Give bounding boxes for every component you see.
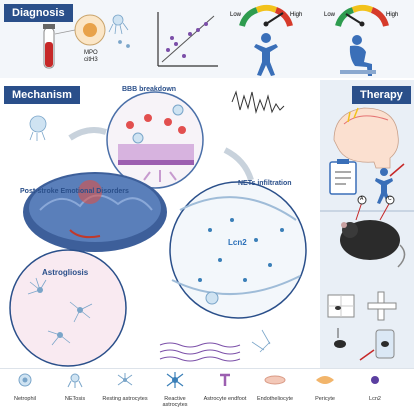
- gauge-2-low: Low: [324, 12, 336, 18]
- eeg-wave: [231, 90, 285, 114]
- tail-suspension-icon: [334, 328, 346, 348]
- legend-astrocyte-endfoot: Astrocyte endfoot: [202, 370, 248, 402]
- correlation-plot-icon: [157, 12, 218, 67]
- endothelial-icon: [264, 375, 286, 385]
- nets-circle: [169, 181, 307, 319]
- sad-person-icon: [340, 35, 376, 76]
- astro-label: Astrogliosis: [42, 268, 89, 277]
- center-label: Post-stroke Emotional Disorders: [20, 188, 129, 195]
- therapy-graphics: [327, 107, 406, 361]
- maze-label-a: A: [360, 196, 364, 202]
- reactive-astrocyte-icon: [166, 372, 184, 388]
- happy-person-icon: [254, 33, 278, 76]
- gauge-low-icon: [335, 4, 389, 27]
- diagnosis-graphics: [43, 4, 389, 76]
- plus-maze-icon: [367, 291, 397, 321]
- legend-resting-astrocytes: Resting astrocytes: [102, 370, 148, 402]
- netosis-icon: [67, 373, 83, 388]
- marker-mpo: MPO: [84, 50, 98, 56]
- therapy-divider: [320, 210, 414, 212]
- lcn2-icon: [371, 376, 379, 384]
- pericyte-icon: [316, 376, 334, 384]
- diagnosis-title: Diagnosis: [4, 4, 73, 22]
- astrogliosis-circle: [9, 249, 127, 367]
- clipboard-icon: [329, 159, 357, 195]
- marker-cith3: citH3: [84, 57, 98, 63]
- nets-cell-icon: [108, 14, 130, 48]
- head-stimulation-icon: [333, 107, 399, 169]
- blood-tube-icon: [43, 24, 55, 69]
- forced-swim-icon: [359, 329, 395, 361]
- therapy-title: Therapy: [352, 86, 411, 104]
- open-field-icon: [327, 294, 355, 318]
- bottom-waves: [159, 342, 241, 362]
- lcn2-label: Lcn2: [228, 238, 247, 247]
- brain-icon: [23, 172, 167, 252]
- legend-endotheliocyte: Endotheliocyte: [252, 370, 298, 402]
- bbb-circle: [106, 91, 204, 189]
- resting-astrocyte-icon: [117, 373, 133, 386]
- legend-reactive-astrocytes: Reactive astrocytes: [152, 370, 198, 408]
- legend-neutrophil: Netrophil: [2, 370, 48, 402]
- legend-netosis: NETosis: [52, 370, 98, 402]
- gauge-1-low: Low: [230, 12, 242, 18]
- maze-label-c: C: [388, 196, 392, 202]
- mechanism-graphics: [9, 90, 307, 367]
- nets-label: NETs infiltration: [238, 180, 292, 187]
- neutrophil-cell-icon: [54, 14, 106, 46]
- neutrophil-icon: [18, 373, 32, 387]
- bbb-label: BBB breakdown: [122, 86, 177, 93]
- mouse-icon: [340, 195, 406, 268]
- gauge-2-high: High: [386, 12, 399, 18]
- endfoot-icon: [220, 373, 230, 386]
- gauge-high-icon: [239, 4, 293, 27]
- gauge-1-high: High: [290, 12, 303, 18]
- neutrophil-icon: [29, 115, 47, 141]
- mechanism-title: Mechanism: [4, 86, 80, 104]
- legend-bar: [0, 368, 414, 415]
- legend-pericyte: Pericyte: [302, 370, 348, 402]
- legend-lcn2: Lcn2: [352, 370, 398, 402]
